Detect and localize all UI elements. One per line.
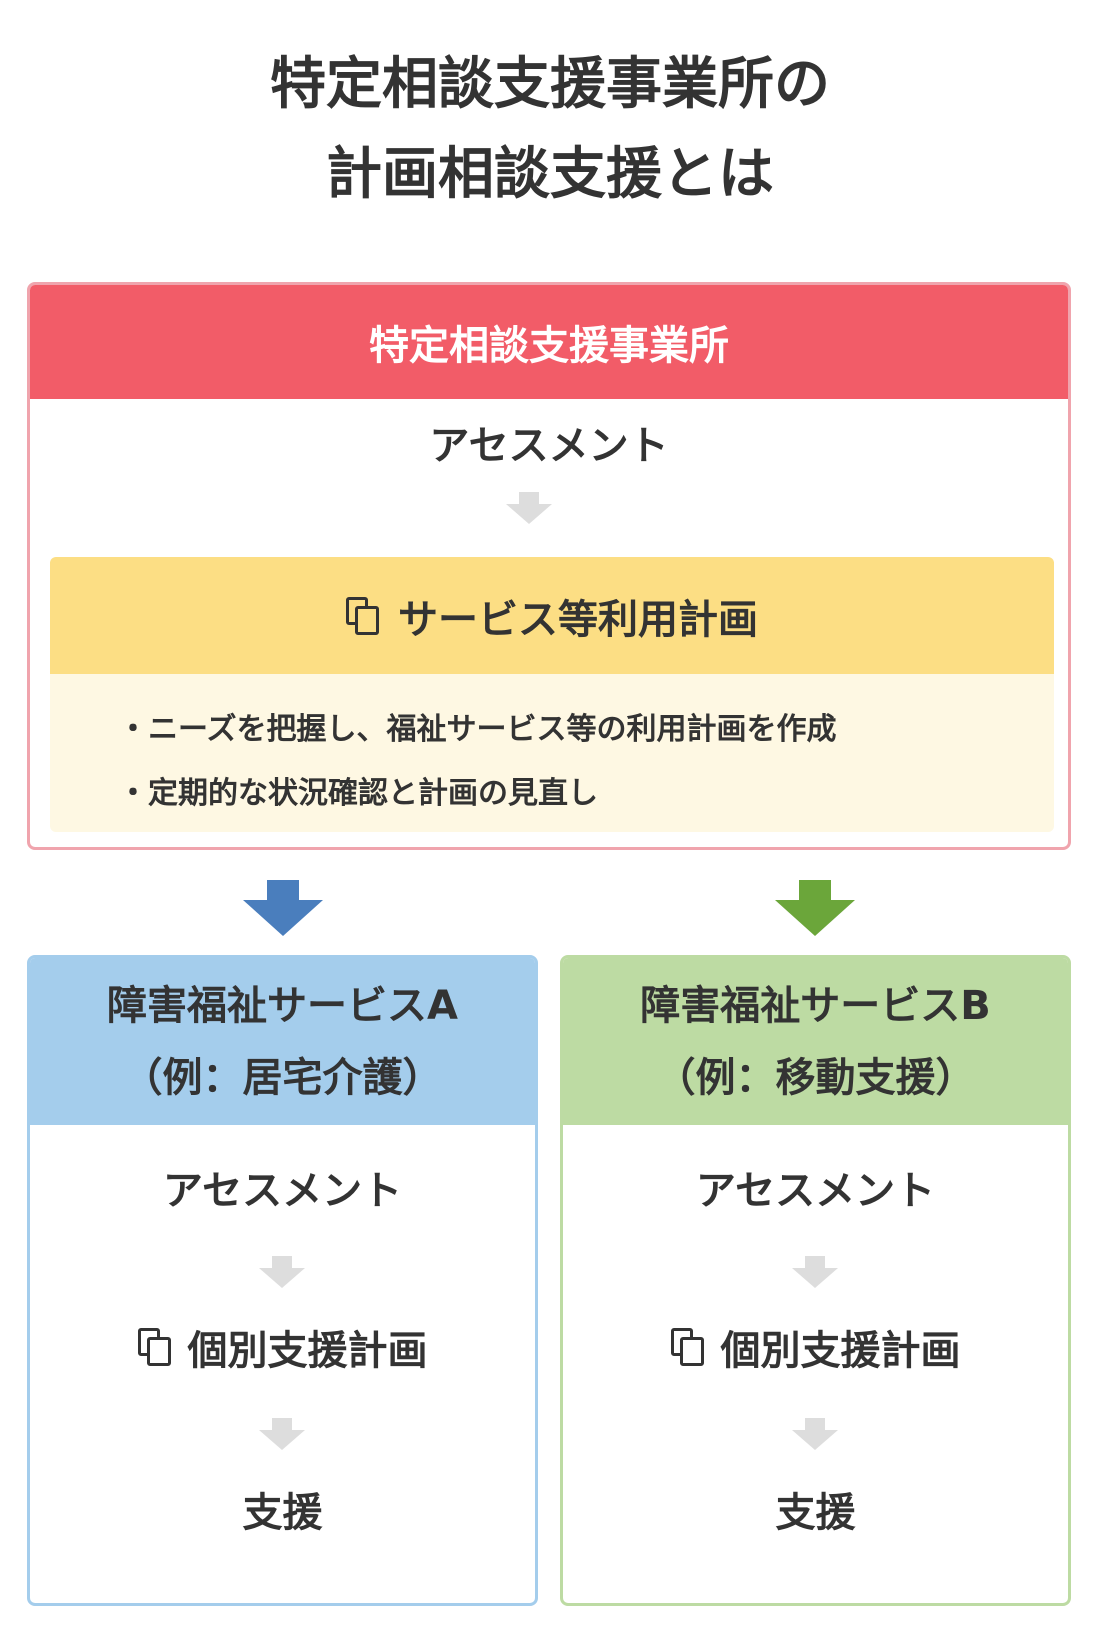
down-arrow-icon-a [243, 880, 323, 936]
office-assessment: アセスメント [429, 423, 669, 469]
service-b-plan-label: 個別支援計画 [720, 1328, 961, 1374]
service-plan-title: サービス等利用計画 [398, 596, 758, 643]
service-a-column: 障害福祉サービスA （例：居宅介護） アセスメント 個別支援計画 支援 [27, 955, 538, 1606]
service-b-column: 障害福祉サービスB （例：移動支援） アセスメント 個別支援計画 支援 [560, 955, 1071, 1606]
service-b-assessment: アセスメント [695, 1168, 936, 1214]
down-arrow-icon-b [775, 880, 855, 936]
down-arrow-icon [259, 1256, 305, 1290]
service-plan-card: サービス等利用計画 ・ニーズを把握し、福祉サービス等の利用計画を作成 ・定期的な… [50, 557, 1054, 832]
down-arrow-icon [792, 1256, 838, 1290]
service-a-example: （例：居宅介護） [122, 1054, 443, 1101]
arrow-head [775, 900, 855, 936]
office-box: 特定相談支援事業所 アセスメント サービス等利用計画 ・ニーズを把握し、福祉サー… [27, 282, 1071, 850]
service-a-name: 障害福祉サービスA [107, 982, 458, 1029]
service-plan-body: ・ニーズを把握し、福祉サービス等の利用計画を作成 ・定期的な状況確認と計画の見直… [50, 674, 1054, 832]
service-a-support: 支援 [242, 1490, 323, 1536]
office-header: 特定相談支援事業所 [30, 285, 1068, 399]
plan-bullet: ・定期的な状況確認と計画の見直し [118, 776, 598, 811]
plan-bullet: ・ニーズを把握し、福祉サービス等の利用計画を作成 [118, 712, 837, 747]
service-plan-header: サービス等利用計画 [50, 557, 1054, 674]
service-a-assessment: アセスメント [162, 1168, 403, 1214]
service-b-header: 障害福祉サービスB （例：移動支援） [563, 958, 1068, 1125]
down-arrow-icon [506, 492, 552, 526]
service-b-example: （例：移動支援） [655, 1054, 976, 1101]
document-copy-icon [346, 596, 380, 635]
service-b-name: 障害福祉サービスB [640, 982, 991, 1029]
service-a-plan-label: 個別支援計画 [187, 1328, 428, 1374]
service-b-support: 支援 [775, 1490, 856, 1536]
document-copy-icon [670, 1328, 705, 1366]
arrow-shaft [799, 880, 831, 902]
page-title-line2: 計画相談支援とは [326, 142, 774, 207]
service-a-header: 障害福祉サービスA （例：居宅介護） [30, 958, 535, 1125]
page-title: 特定相談支援事業所の 計画相談支援とは [0, 40, 1100, 220]
service-b-individual-plan: 個別支援計画 [563, 1318, 1068, 1376]
arrow-shaft [267, 880, 299, 902]
service-a-individual-plan: 個別支援計画 [30, 1318, 535, 1376]
document-copy-icon [137, 1328, 172, 1366]
page-title-line1: 特定相談支援事業所の [270, 52, 830, 117]
arrow-head [243, 900, 323, 936]
down-arrow-icon [259, 1418, 305, 1452]
down-arrow-icon [792, 1418, 838, 1452]
